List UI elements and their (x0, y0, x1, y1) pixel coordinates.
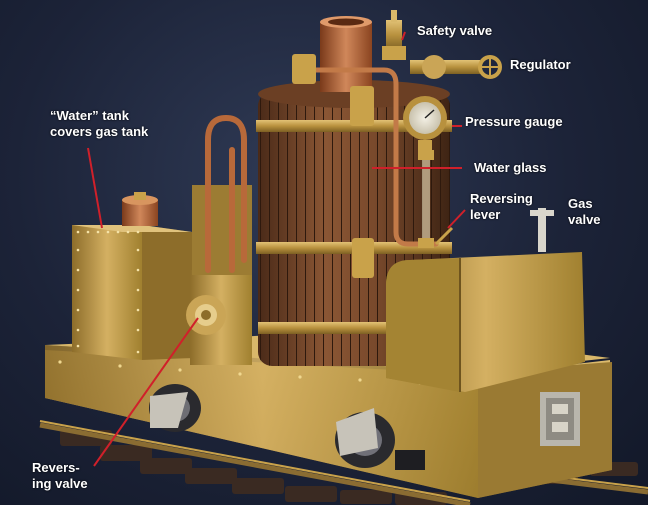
label-safety-valve: Safety valve (417, 23, 493, 38)
front-steam-pipe (297, 67, 439, 247)
steam-pipes (205, 114, 247, 273)
water-tank (72, 192, 192, 360)
label-regulator: Regulator (510, 57, 571, 72)
leader-lines (87, 31, 466, 467)
water-glass (418, 150, 434, 248)
reversing-lever (434, 226, 454, 246)
label-water-tank: “Water” tank covers gas tank (50, 108, 149, 139)
gas-tank-cover (386, 252, 585, 392)
label-reversing-lever: Reversing lever (470, 191, 533, 222)
gas-valve (530, 208, 554, 252)
chimney (320, 16, 372, 92)
regulator (410, 55, 502, 79)
reversing-valve-handles (150, 392, 378, 456)
pressure-gauge (403, 96, 447, 154)
label-pressure-gauge: Pressure gauge (465, 114, 563, 129)
boiler (256, 80, 452, 366)
front-coupler (540, 392, 580, 446)
boiler-fittings (292, 54, 374, 278)
label-gas-valve: Gas valve (568, 196, 601, 227)
safety-valve (382, 10, 406, 60)
label-water-glass: Water glass (474, 160, 547, 175)
label-reversing-valve: Revers- ing valve (32, 460, 88, 491)
